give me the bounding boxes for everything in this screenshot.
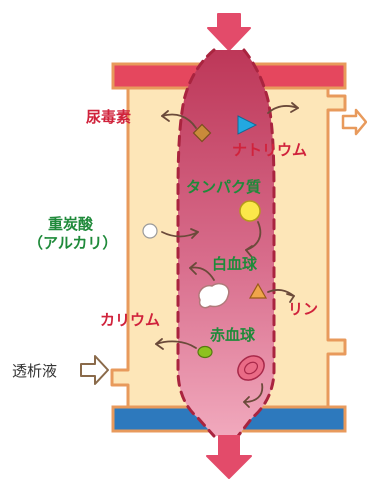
wbc-stay-arrow bbox=[189, 266, 215, 281]
membrane-right bbox=[236, 48, 276, 438]
phosphorus-out-arrowhead bbox=[286, 293, 295, 303]
wbc-label: 白血球 bbox=[212, 255, 258, 273]
rbc-stay-arrowhead bbox=[243, 396, 250, 408]
rbc-label: 赤血球 bbox=[210, 326, 256, 344]
bicarbonate-in-arrow bbox=[161, 231, 199, 238]
blood-outlet-arrow bbox=[206, 435, 252, 479]
blood-channel bbox=[178, 50, 274, 436]
rbc-stay-arrow bbox=[243, 383, 264, 403]
sodium-out-arrowhead bbox=[290, 102, 299, 113]
rbc-cell-icon bbox=[237, 355, 265, 381]
membrane-left bbox=[176, 48, 216, 438]
urea-label: 尿毒素 bbox=[86, 108, 132, 126]
potassium-out-arrow bbox=[155, 340, 197, 349]
potassium-out-arrowhead bbox=[155, 338, 164, 350]
protein-label: タンパク質 bbox=[186, 178, 262, 196]
phosphorus-label: リン bbox=[288, 300, 319, 318]
urea-diamond-icon bbox=[192, 123, 212, 143]
bicarbonate-in-arrowhead bbox=[190, 228, 199, 239]
blood-inlet-arrow bbox=[207, 13, 251, 51]
sodium-out-arrow bbox=[267, 105, 299, 114]
protein-stay-arrowhead bbox=[245, 245, 253, 257]
dialysate-outlet-arrow bbox=[341, 108, 367, 136]
dialysate-inlet-arrow bbox=[80, 355, 109, 385]
urea-out-arrowhead bbox=[161, 110, 170, 122]
urea-out-arrow bbox=[161, 113, 197, 129]
dialysate-label: 透析液 bbox=[12, 362, 58, 380]
bicarbonate-label: 重炭酸 bbox=[48, 215, 94, 233]
sodium-triangle-icon bbox=[237, 115, 258, 135]
potassium-oval-icon bbox=[197, 345, 213, 359]
bicarbonate-circle-icon bbox=[142, 223, 158, 239]
wbc-stay-arrowhead bbox=[189, 262, 197, 275]
sodium-label: ナトリウム bbox=[232, 141, 308, 159]
potassium-label: カリウム bbox=[100, 311, 161, 329]
phosphorus-triangle-icon bbox=[248, 282, 268, 299]
protein-circle-icon bbox=[239, 200, 261, 222]
wbc-blob-icon bbox=[198, 282, 230, 309]
bicarbonate-sublabel: （アルカリ） bbox=[28, 234, 118, 252]
